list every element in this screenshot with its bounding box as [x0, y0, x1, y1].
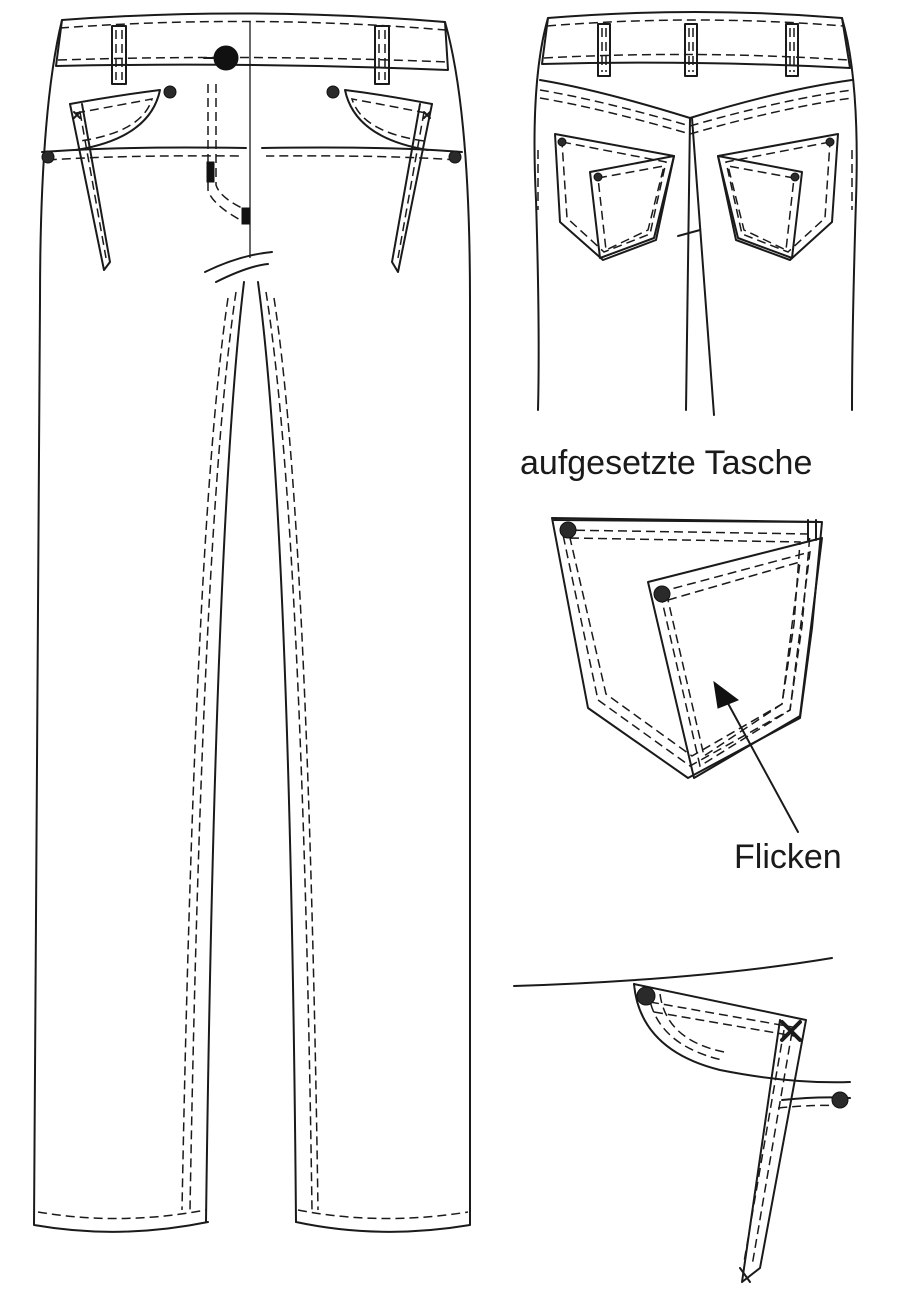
patch-pocket-label: aufgesetzte Tasche: [520, 444, 813, 482]
jeans-back-view: [533, 11, 858, 416]
detail-pocket-opening: [633, 983, 851, 1084]
back-pocket-right: [717, 133, 839, 261]
front-belt-loop-right: [374, 25, 390, 85]
patch-pocket-outline: [551, 517, 823, 779]
front-waistband: [55, 12, 449, 71]
arrow-head: [713, 680, 740, 709]
patch-label: Flicken: [734, 838, 842, 876]
patch-piece: [647, 537, 823, 779]
front-outline: [33, 19, 209, 1233]
back-pocket-left: [554, 133, 675, 261]
back-waistband: [541, 11, 851, 69]
front-pocket-detail: [513, 957, 851, 1283]
front-pocket-right: [344, 89, 433, 151]
jeans-front-view: [33, 12, 471, 1233]
patch-pocket-detail: [551, 517, 823, 833]
back-outline: [533, 17, 549, 411]
front-inseam-left: [205, 281, 245, 1223]
front-button: [213, 45, 239, 71]
arrow-line: [723, 695, 799, 833]
front-inseam-right: [257, 281, 297, 1223]
fly-stitching: [207, 84, 245, 223]
patch-rivet: [653, 585, 671, 603]
front-pocket-left: [69, 89, 161, 151]
front-belt-loop-left: [111, 25, 127, 85]
